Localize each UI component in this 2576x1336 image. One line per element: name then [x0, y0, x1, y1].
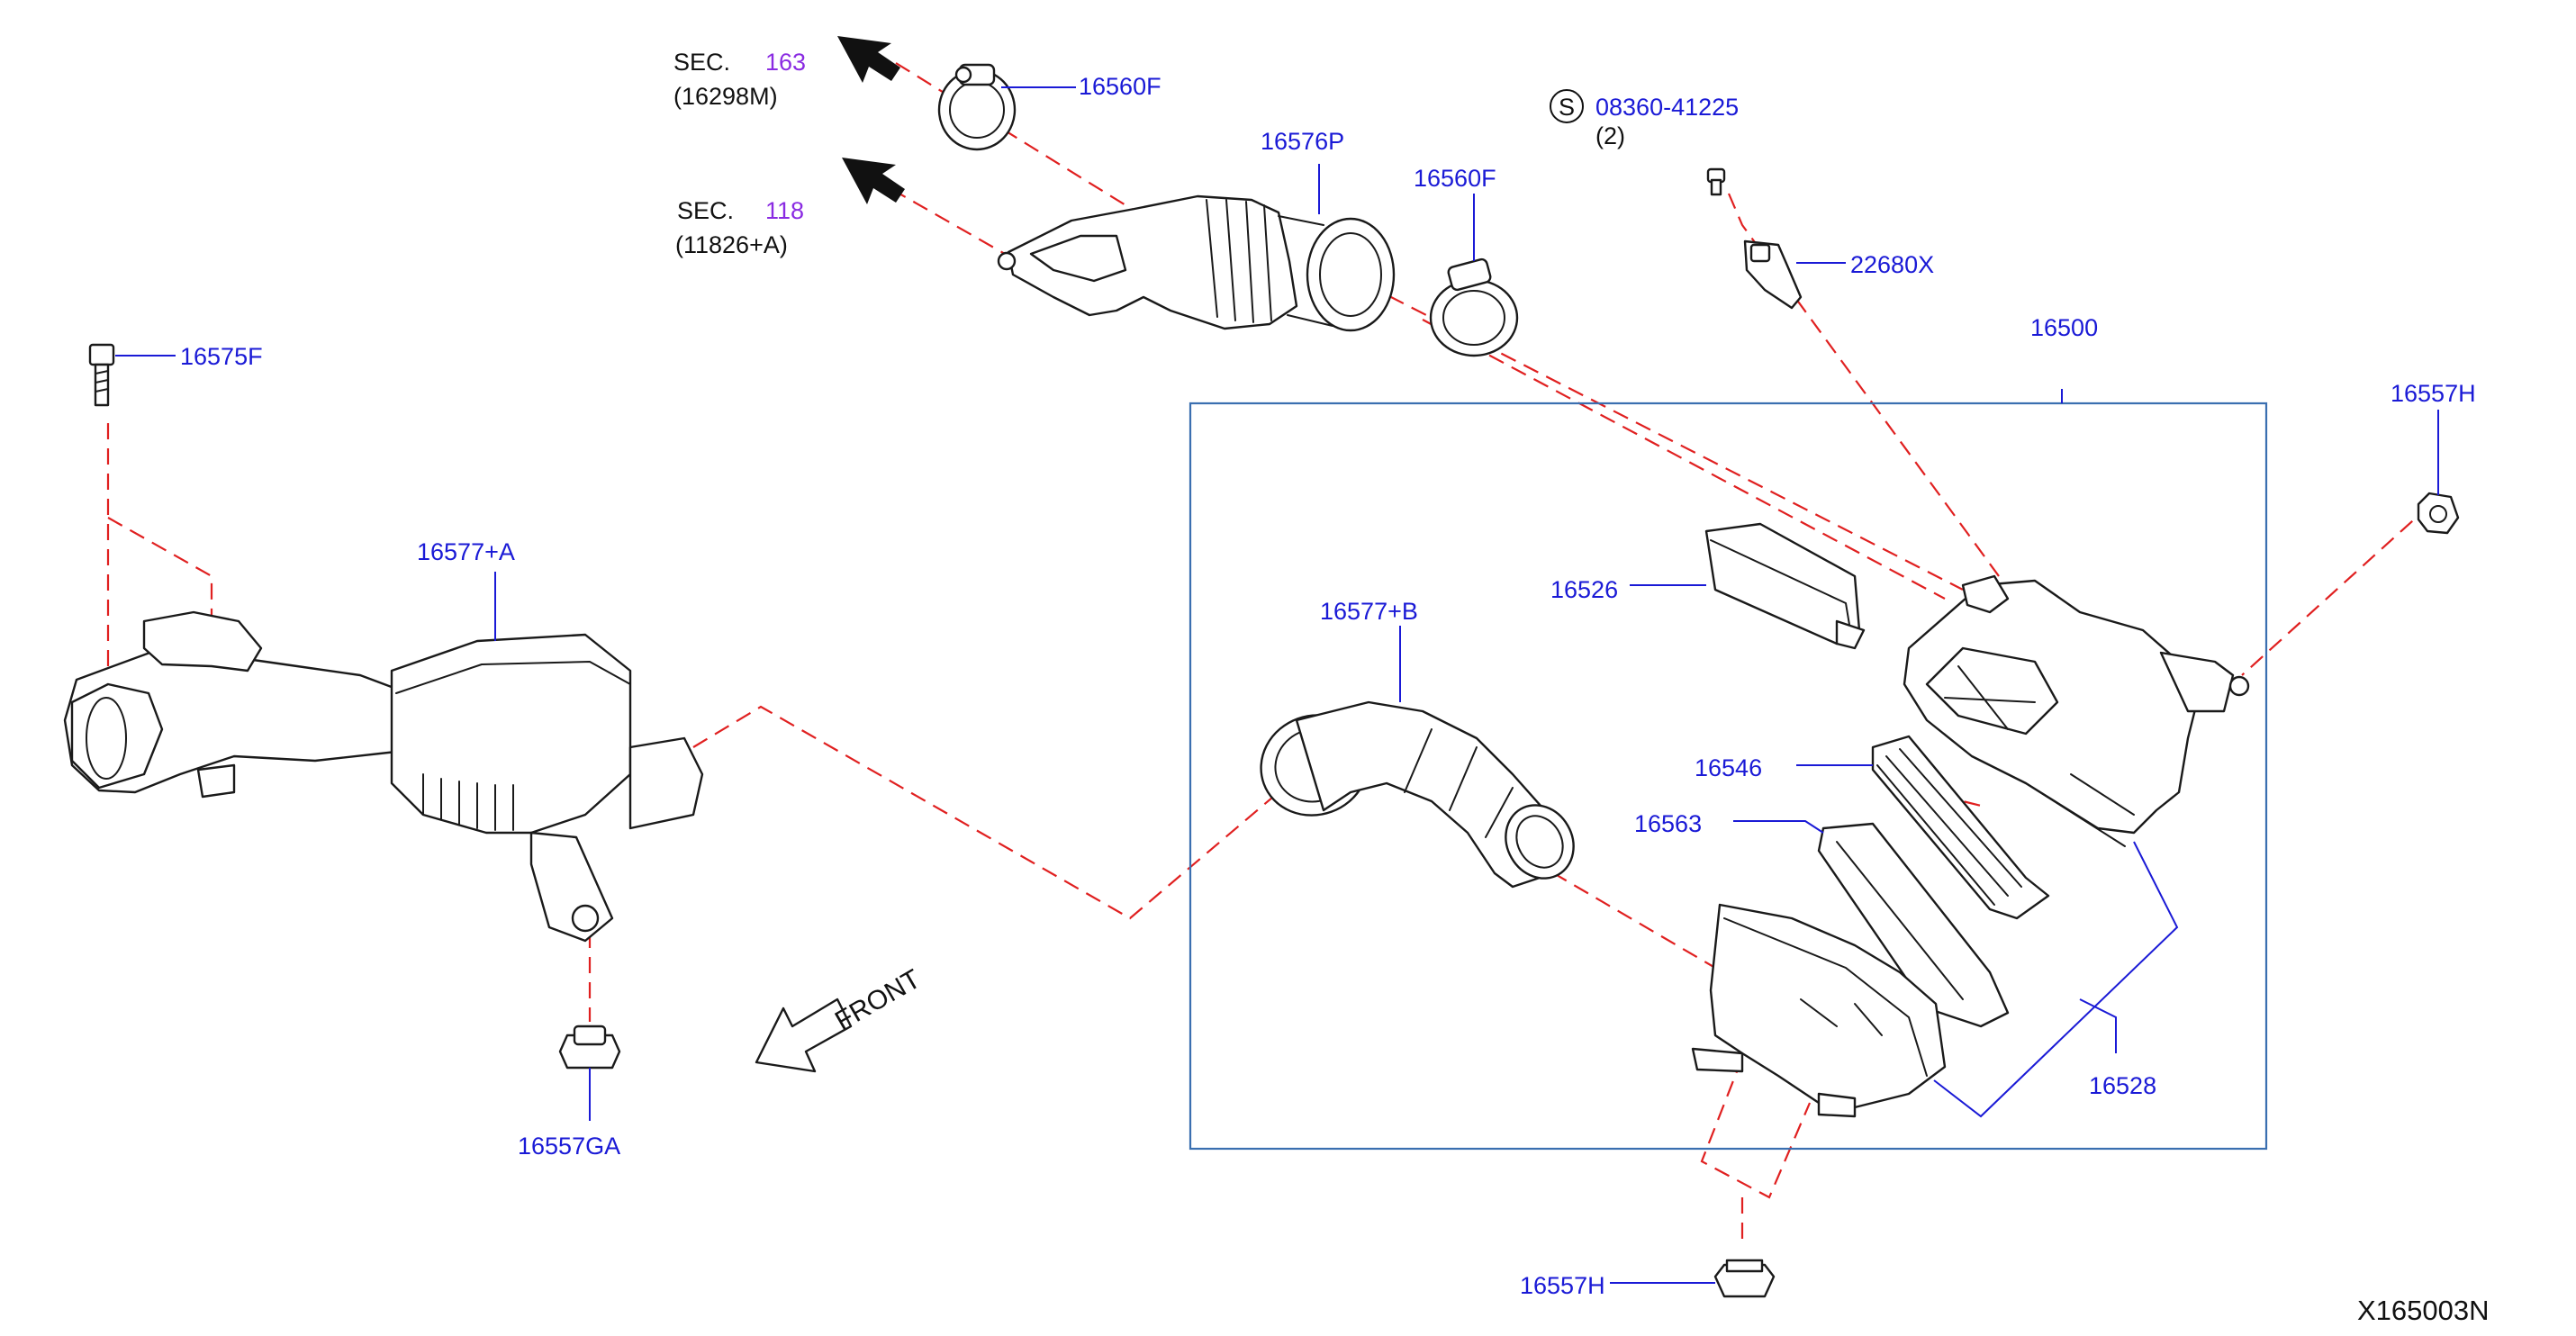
screw-08360-41225[interactable]	[1706, 167, 1726, 196]
label-16528: 16528	[2089, 1072, 2156, 1099]
sec-163-label: SEC.	[673, 49, 730, 76]
standard-part-s-symbol: S	[1550, 89, 1584, 123]
front-direction-arrow	[755, 997, 853, 1073]
air-cleaner-lower-case[interactable]	[1691, 903, 1947, 1118]
intake-duct-16577b[interactable]	[1247, 626, 1586, 890]
diagram-id: X165003N	[2357, 1295, 2490, 1326]
label-16560f-top: 16560F	[1079, 73, 1161, 100]
label-16563: 16563	[1634, 810, 1702, 837]
label-16575f: 16575F	[180, 343, 263, 370]
bolt-16575f[interactable]	[88, 343, 176, 407]
sec-118-ref: (11826+A)	[675, 231, 788, 258]
airflow-sensor-22680x[interactable]	[1743, 239, 1846, 310]
label-16557h-bottom: 16557H	[1520, 1272, 1605, 1299]
label-08360-qty: (2)	[1595, 122, 1625, 149]
label-16577a: 16577+A	[417, 538, 515, 565]
assembly-frame-16500	[1189, 389, 2268, 1151]
air-filter-16546[interactable]	[1796, 735, 2050, 920]
section-arrows	[837, 36, 905, 204]
label-16577b: 16577+B	[1320, 598, 1418, 625]
filter-element-16563[interactable]	[1733, 820, 2010, 1028]
label-16546: 16546	[1695, 754, 1762, 781]
filter-cover-16526[interactable]	[1630, 522, 1866, 650]
label-16500: 16500	[2030, 314, 2098, 341]
grommet-16557ga[interactable]	[558, 1025, 621, 1121]
grommet-16557h-bottom[interactable]	[1610, 1259, 1776, 1298]
grommet-16557h-right[interactable]	[2417, 410, 2460, 535]
air-cleaner-upper-case[interactable]	[1903, 574, 2250, 847]
label-08360-41225: 08360-41225	[1595, 94, 1739, 121]
air-inlet-resonator-16577a[interactable]	[63, 572, 704, 943]
label-16526: 16526	[1550, 576, 1618, 603]
clamp-16560f-middle[interactable]	[1429, 194, 1519, 357]
label-16557h-right: 16557H	[2391, 380, 2476, 407]
front-label: FRONT	[830, 964, 926, 1036]
clamp-16560f-top[interactable]	[937, 63, 1076, 151]
label-16576p: 16576P	[1261, 128, 1344, 155]
sec-163-number: 163	[765, 49, 806, 76]
sec-118-label: SEC.	[677, 197, 734, 224]
sec-118-number: 118	[765, 197, 804, 224]
sec-163-ref: (16298M)	[673, 83, 778, 110]
intake-duct-16576p[interactable]	[997, 164, 1396, 332]
label-16560f-middle: 16560F	[1414, 165, 1496, 192]
label-22680x: 22680X	[1850, 251, 1934, 278]
label-16557ga: 16557GA	[518, 1133, 620, 1160]
s-symbol-text: S	[1559, 94, 1575, 121]
